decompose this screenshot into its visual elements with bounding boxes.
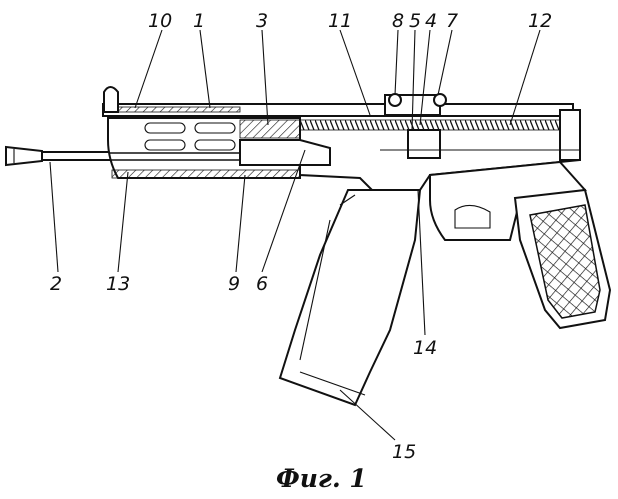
label-15: 15 bbox=[392, 441, 416, 463]
label-7: 7 bbox=[446, 10, 458, 32]
label-14: 14 bbox=[413, 337, 437, 359]
label-9: 9 bbox=[228, 273, 240, 295]
label-10: 10 bbox=[148, 10, 172, 32]
label-6: 6 bbox=[256, 273, 268, 295]
label-13: 13 bbox=[106, 273, 130, 295]
magazine bbox=[280, 190, 420, 405]
label-4: 4 bbox=[425, 10, 437, 32]
label-8: 8 bbox=[392, 10, 404, 32]
label-5: 5 bbox=[409, 10, 421, 32]
label-2: 2 bbox=[50, 273, 62, 295]
label-1: 1 bbox=[193, 10, 205, 32]
label-11: 11 bbox=[328, 10, 352, 32]
label-3: 3 bbox=[256, 10, 268, 32]
label-12: 12 bbox=[528, 10, 552, 32]
pistol-grip bbox=[430, 162, 610, 328]
figure-caption: Фиг. 1 bbox=[276, 464, 367, 493]
